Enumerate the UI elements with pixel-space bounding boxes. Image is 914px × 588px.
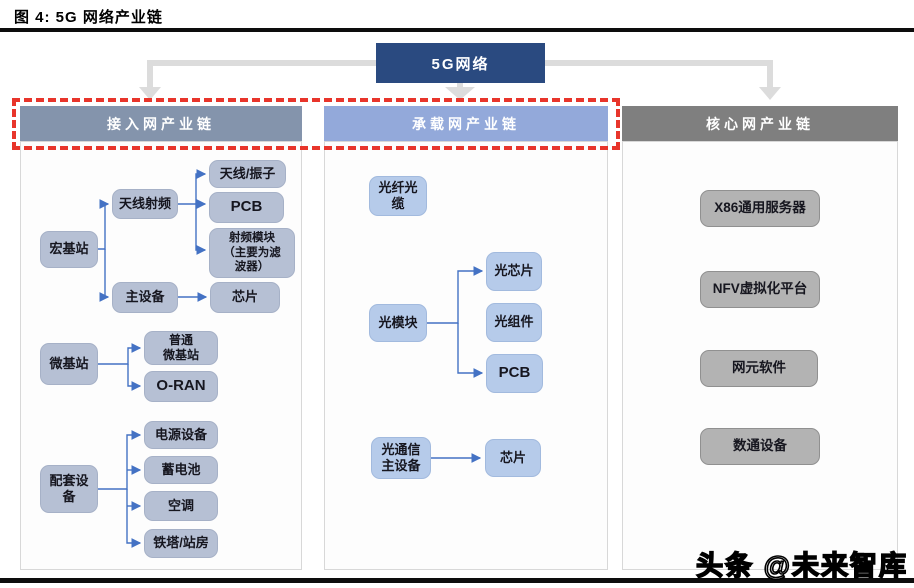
node-chip-bearer: 芯片 bbox=[485, 439, 541, 477]
node-ordinary-micro-bs: 普通 微基站 bbox=[144, 331, 218, 365]
node-optical-module: 光模块 bbox=[369, 304, 427, 342]
node-antenna-vibrator: 天线/振子 bbox=[209, 160, 286, 188]
node-air-conditioner: 空调 bbox=[144, 491, 218, 521]
core-chain-header: 核心网产业链 bbox=[622, 106, 898, 141]
node-optical-main-equipment: 光通信 主设备 bbox=[371, 437, 431, 479]
node-supporting-equipment: 配套设 备 bbox=[40, 465, 98, 513]
node-macro-base-station: 宏基站 bbox=[40, 231, 98, 268]
bearer-chain-header: 承载网产业链 bbox=[324, 106, 608, 141]
bearer-chain-body bbox=[324, 141, 608, 570]
watermark: 头条 @未来智库 bbox=[695, 550, 908, 582]
node-tower-station: 铁塔/站房 bbox=[144, 529, 218, 558]
node-chip-access: 芯片 bbox=[210, 282, 280, 313]
title-divider bbox=[0, 28, 914, 32]
node-power-equipment: 电源设备 bbox=[144, 421, 218, 449]
bearer-chain-column: 承载网产业链 bbox=[324, 106, 608, 570]
node-optical-component: 光组件 bbox=[486, 303, 542, 342]
access-chain-header: 接入网产业链 bbox=[20, 106, 302, 141]
node-pcb-bearer: PCB bbox=[486, 354, 543, 393]
node-network-element-software: 网元软件 bbox=[700, 350, 818, 387]
highlight-frame bbox=[12, 98, 620, 150]
figure-title: 图 4: 5G 网络产业链 bbox=[14, 9, 163, 26]
node-fiber-cable: 光纤光 缆 bbox=[369, 176, 427, 216]
node-x86-server: X86通用服务器 bbox=[700, 190, 820, 227]
node-datacom-equipment: 数通设备 bbox=[700, 428, 820, 465]
node-nfv-platform: NFV虚拟化平台 bbox=[700, 271, 820, 308]
node-micro-base-station: 微基站 bbox=[40, 343, 98, 385]
node-pcb-access: PCB bbox=[209, 192, 284, 223]
node-battery: 蓄电池 bbox=[144, 456, 218, 484]
node-5g-network: 5G网络 bbox=[376, 43, 545, 83]
node-optical-chip: 光芯片 bbox=[486, 252, 542, 291]
node-oran: O-RAN bbox=[144, 371, 218, 402]
bottom-divider bbox=[0, 578, 914, 583]
node-antenna-rf: 天线射频 bbox=[112, 189, 178, 219]
node-rf-module: 射频模块 （主要为滤 波器） bbox=[209, 228, 295, 278]
core-chain-column: 核心网产业链 bbox=[622, 106, 898, 570]
node-main-equipment: 主设备 bbox=[112, 282, 178, 313]
